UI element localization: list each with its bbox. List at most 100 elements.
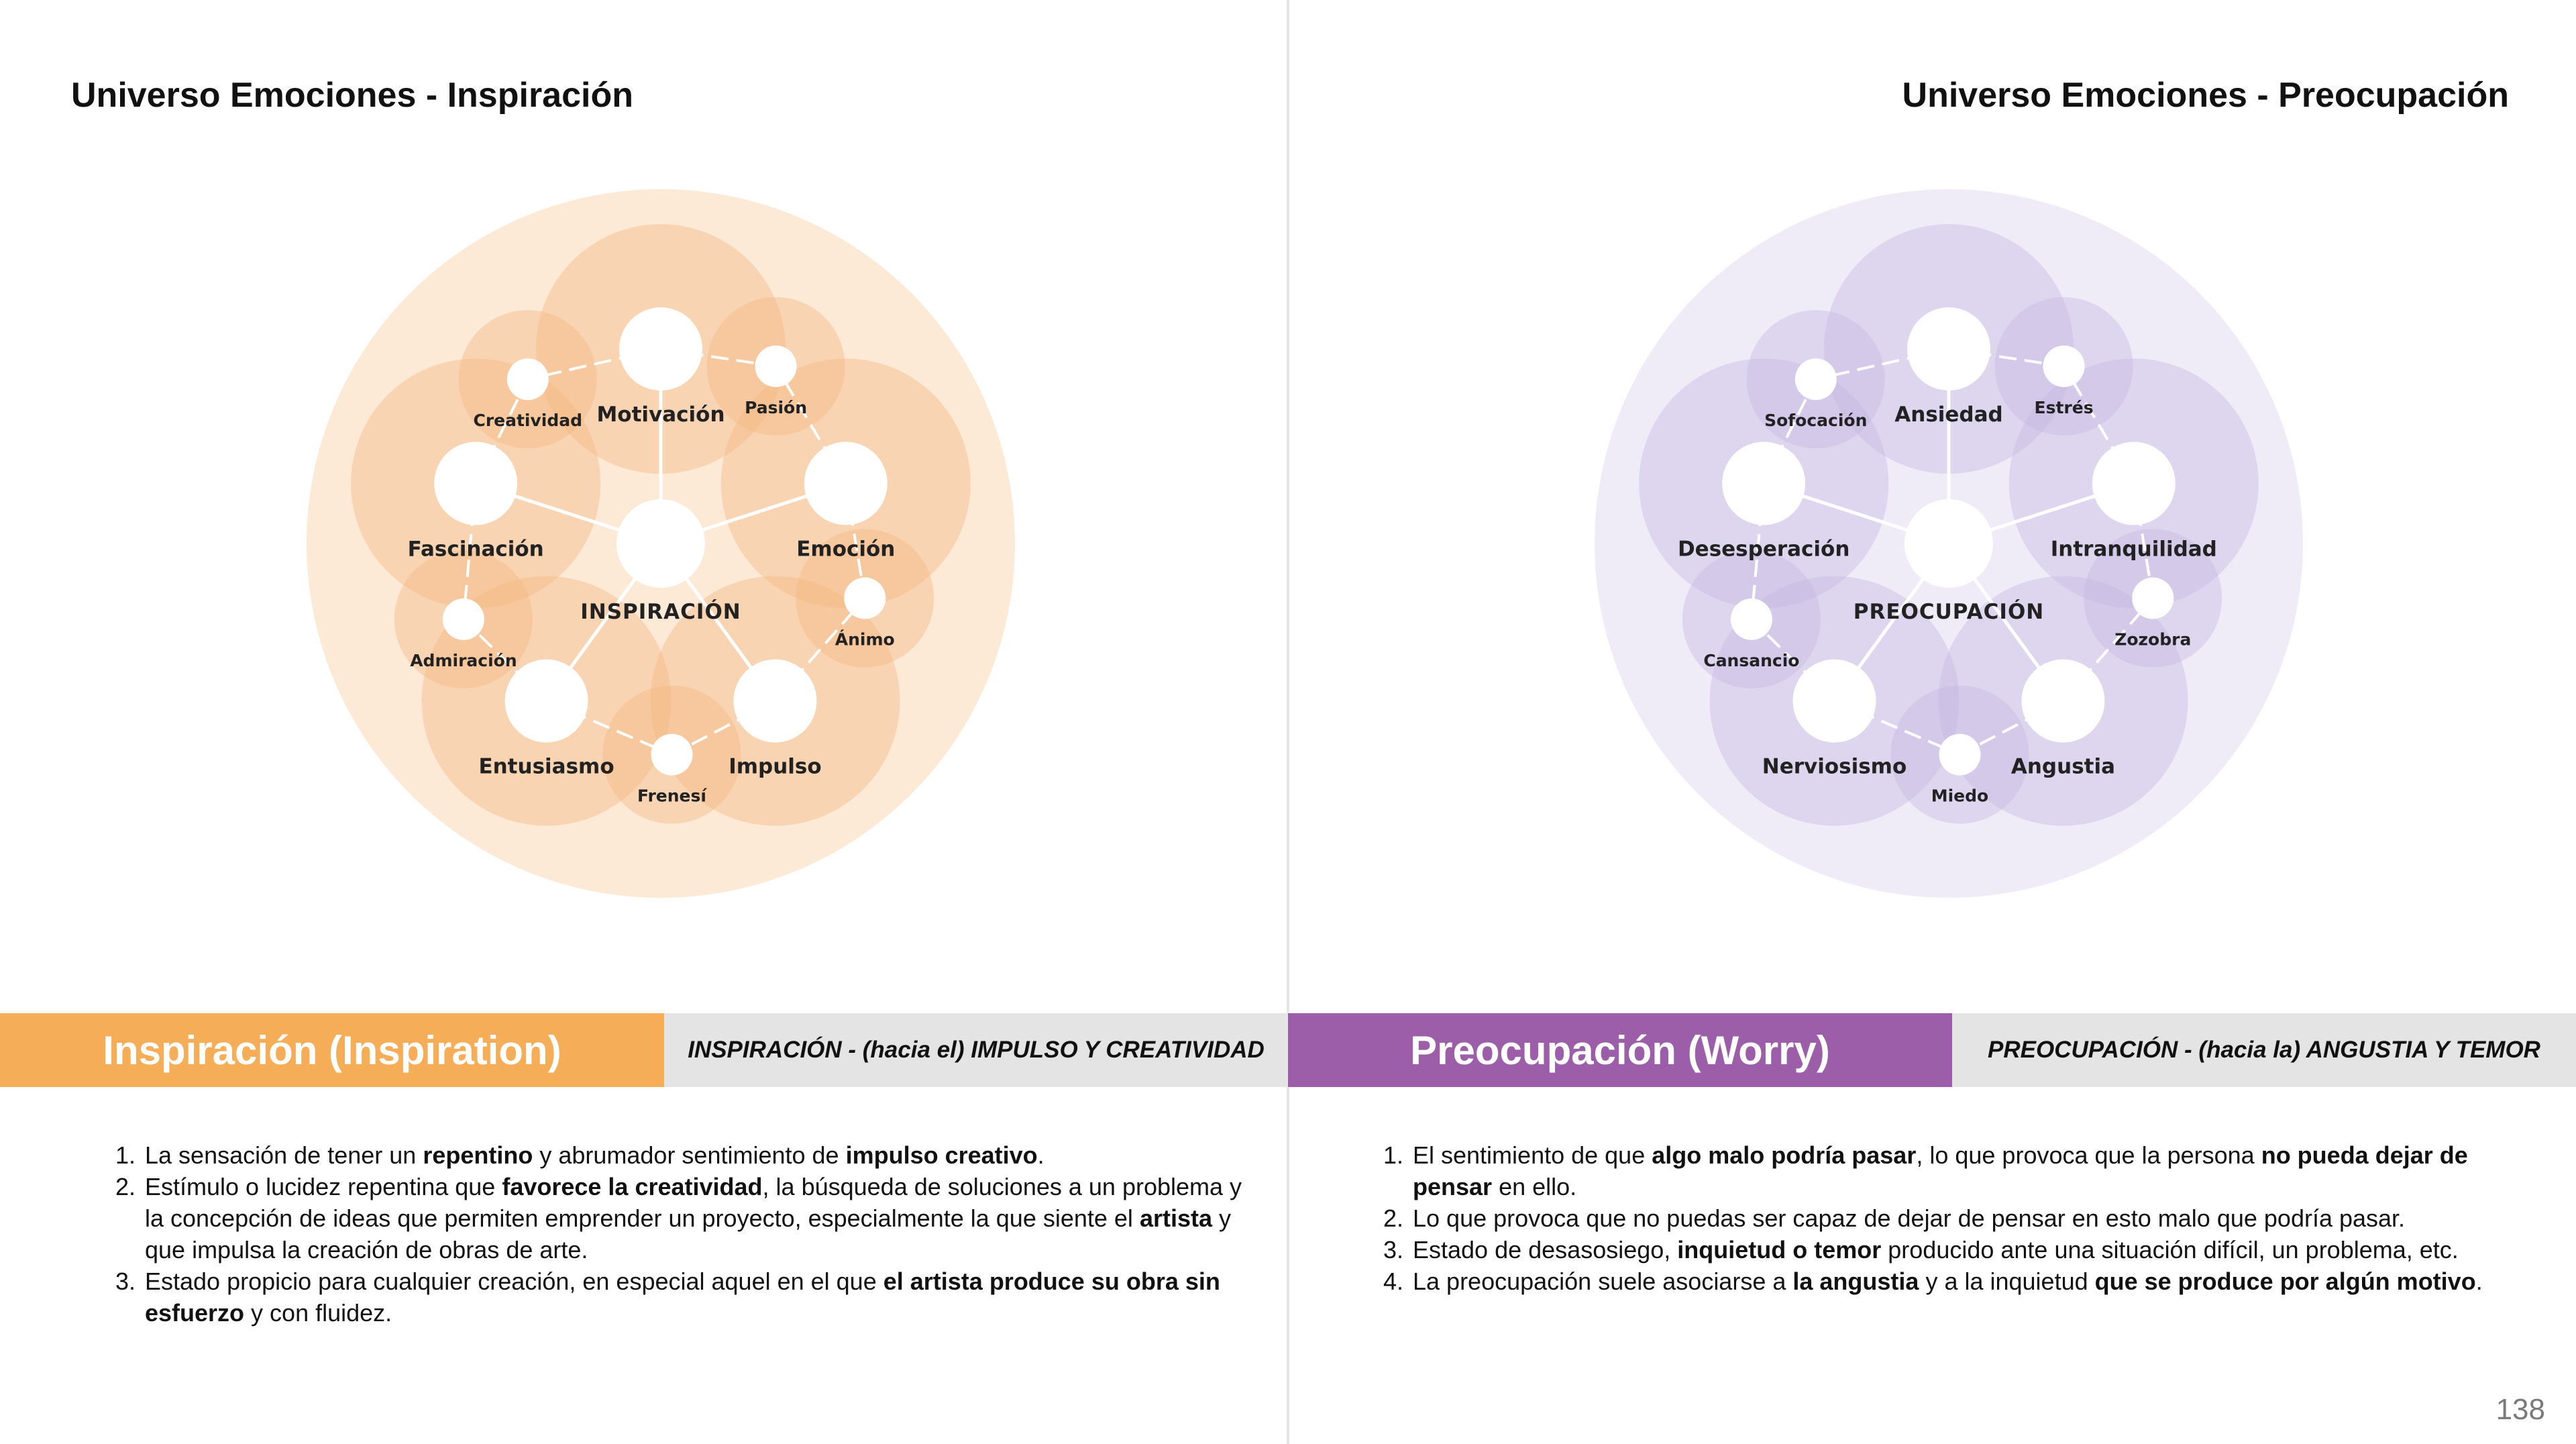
definition-item: La preocupación suele asociarse a la ang… <box>1410 1266 2537 1297</box>
secondary-label: Cansancio <box>1703 651 1799 670</box>
definition-item: Estado propicio para cualquier creación,… <box>142 1266 1242 1329</box>
secondary-node <box>844 577 886 619</box>
primary-node <box>2092 442 2176 525</box>
definition-text: Lo que provoca que no puedas ser capaz d… <box>1413 1204 2406 1232</box>
secondary-label: Frenesí <box>637 786 707 806</box>
dashed-link <box>1959 699 2064 756</box>
banner-title: Preocupación (Worry) <box>1288 1013 1952 1087</box>
definition-item: Estímulo o lucidez repentina que favorec… <box>142 1171 1242 1266</box>
definition-text: Estímulo o lucidez repentina que <box>145 1173 502 1200</box>
dashed-link <box>1750 483 1766 620</box>
definition-text: Estado de desasosiego, <box>1413 1236 1678 1264</box>
dashed-link <box>1833 699 1961 756</box>
definition-text: El sentimiento de que <box>1413 1141 1652 1169</box>
primary-node <box>733 659 817 743</box>
definition-emphasis: artista <box>1139 1204 1212 1232</box>
definition-list: El sentimiento de que algo malo podría p… <box>1375 1139 2537 1297</box>
primary-node <box>1722 442 1806 525</box>
secondary-node <box>2132 577 2174 619</box>
definition-text: . <box>1037 1141 1044 1169</box>
dashed-link <box>1948 348 2064 368</box>
definition-emphasis: favorece la creatividad <box>502 1173 763 1200</box>
dashed-link <box>844 483 867 599</box>
definition-emphasis: que se produce por algún motivo <box>2094 1268 2476 1295</box>
primary-node <box>1907 307 1990 391</box>
dashed-link <box>462 618 547 703</box>
secondary-node <box>442 598 484 640</box>
dashed-link <box>462 483 478 620</box>
definition-text: y a la inquietud <box>1919 1268 2095 1295</box>
page-divider <box>1287 0 1289 1444</box>
definition-item: Lo que provoca que no puedas ser capaz d… <box>1410 1202 2537 1234</box>
secondary-label: Admiración <box>410 651 517 670</box>
secondary-node <box>1730 598 1772 640</box>
secondary-label: Creatividad <box>473 411 582 430</box>
definition-text: en ello. <box>1492 1173 1577 1200</box>
dashed-link <box>1762 378 1817 484</box>
definition-emphasis: inquietud o temor <box>1677 1236 1882 1264</box>
secondary-label: Sofocación <box>1764 411 1867 430</box>
primary-label: Ansiedad <box>1894 403 2002 427</box>
primary-label: Emoción <box>796 537 895 561</box>
dashed-link <box>2061 597 2154 702</box>
secondary-label: Pasión <box>745 398 807 417</box>
secondary-label: Miedo <box>1931 786 1988 806</box>
inspiration-page: Universo Emociones - Inspiración INSPIRA… <box>0 0 1288 1444</box>
worry-banner: Preocupación (Worry) PREOCUPACIÓN - (hac… <box>1288 1013 2576 1087</box>
dashed-link <box>660 348 776 368</box>
center-label: INSPIRACIÓN <box>580 599 741 624</box>
dashed-link <box>545 699 673 756</box>
secondary-label: Estrés <box>2035 398 2094 417</box>
emotion-wheel-svg: INSPIRACIÓNMotivaciónEmociónImpulsoEntus… <box>307 189 1015 898</box>
banner-subtitle: INSPIRACIÓN - (hacia el) IMPULSO Y CREAT… <box>664 1013 1288 1087</box>
definition-text: y con fluidez. <box>244 1299 392 1327</box>
page-number: 138 <box>2496 1393 2545 1426</box>
secondary-label: Ánimo <box>835 630 895 650</box>
primary-label: Entusiasmo <box>478 755 614 779</box>
definition-text: producido ante una situación difícil, un… <box>1881 1236 2459 1264</box>
primary-node <box>619 307 702 391</box>
secondary-node <box>506 358 549 401</box>
definition-text: La preocupación suele asociarse a <box>1413 1268 1793 1295</box>
definition-text: y abrumador sentimiento de <box>533 1141 846 1169</box>
banner-title: Inspiración (Inspiration) <box>0 1013 664 1087</box>
primary-label: Motivación <box>596 403 724 427</box>
primary-node <box>804 442 888 525</box>
secondary-node <box>755 345 797 387</box>
banner-subtitle: PREOCUPACIÓN - (hacia la) ANGUSTIA Y TEM… <box>1952 1013 2576 1087</box>
secondary-node <box>1939 733 1981 776</box>
definition-emphasis: repentino <box>423 1141 533 1169</box>
definition-text: y que impulsa la creación de obras de ar… <box>145 1204 1232 1264</box>
definition-emphasis: el artista produce su obra sin esfuerzo <box>145 1268 1220 1327</box>
secondary-node <box>1794 358 1837 401</box>
primary-label: Angustia <box>2011 755 2115 779</box>
dashed-link <box>671 699 776 756</box>
primary-label: Intranquilidad <box>2051 537 2217 561</box>
definition-list: La sensación de tener un repentino y abr… <box>107 1139 1242 1329</box>
definition-text: , la búsqueda de soluciones a un problem… <box>145 1173 1242 1232</box>
dashed-link <box>774 365 847 484</box>
dashed-link <box>773 597 866 702</box>
dashed-link <box>474 378 529 484</box>
definition-emphasis: algo malo podría pasar <box>1652 1141 1917 1169</box>
center-label: PREOCUPACIÓN <box>1854 599 2045 624</box>
definition-text: , lo que provoca que la persona <box>1916 1141 2261 1169</box>
definition-emphasis: impulso creativo <box>845 1141 1038 1169</box>
definition-text: . <box>2475 1268 2483 1295</box>
dashed-link <box>2132 483 2155 599</box>
dashed-link <box>1750 618 1835 703</box>
primary-node <box>2021 659 2105 743</box>
dashed-link <box>527 348 661 381</box>
center-node <box>1904 499 1993 588</box>
worry-page: Universo Emociones - Preocupación PREOCU… <box>1288 0 2576 1444</box>
primary-label: Desesperación <box>1678 537 1849 561</box>
inspiration-banner: Inspiración (Inspiration) INSPIRACIÓN - … <box>0 1013 1288 1087</box>
definition-item: La sensación de tener un repentino y abr… <box>142 1139 1242 1171</box>
primary-node <box>504 659 588 743</box>
definition-emphasis: no pueda dejar de pensar <box>1413 1141 2468 1200</box>
page-title: Universo Emociones - Preocupación <box>1902 76 2509 115</box>
definition-text: La sensación de tener un <box>145 1141 423 1169</box>
definition-item: Estado de desasosiego, inquietud o temor… <box>1410 1234 2537 1266</box>
secondary-label: Zozobra <box>2114 630 2191 650</box>
